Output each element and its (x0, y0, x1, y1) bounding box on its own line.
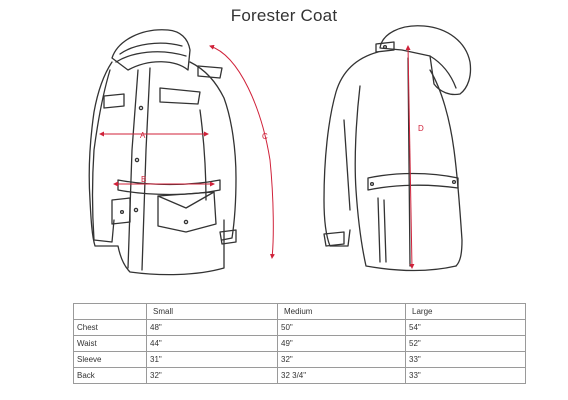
back-measurements (405, 45, 415, 269)
table-cell: 33" (405, 351, 526, 368)
table-cell: 31" (146, 351, 278, 368)
measure-a-label: A (140, 131, 146, 140)
table-cell: 32 3/4" (277, 367, 406, 384)
coat-back-view (323, 25, 472, 272)
coat-front-view (88, 29, 237, 276)
table-row: Waist 44" 49" 52" (73, 335, 526, 352)
size-chart-table: Small Medium Large Chest 48" 50" 54" Wai… (73, 303, 526, 384)
measure-c-line (209, 44, 275, 259)
table-cell: 44" (146, 335, 278, 352)
table-cell: 50" (277, 319, 406, 336)
table-header-cell: Large (405, 303, 526, 320)
measure-d-label: D (418, 124, 424, 133)
table-cell: 49" (277, 335, 406, 352)
table-cell: 33" (405, 367, 526, 384)
row-label: Back (73, 367, 147, 384)
measure-b-label: B (141, 175, 146, 184)
table-cell: 32" (146, 367, 278, 384)
row-label: Waist (73, 335, 147, 352)
measure-d-line (405, 45, 415, 269)
table-row: Chest 48" 50" 54" (73, 319, 526, 336)
table-cell: 52" (405, 335, 526, 352)
front-measurements (99, 44, 275, 259)
table-header-cell: Medium (277, 303, 406, 320)
table-cell: 32" (277, 351, 406, 368)
coat-illustrations: A B C D (88, 25, 472, 276)
measure-c-label: C (262, 132, 268, 141)
table-cell: 54" (405, 319, 526, 336)
table-row: Sleeve 31" 32" 33" (73, 351, 526, 368)
table-header-cell (73, 303, 147, 320)
page-title: Forester Coat (230, 6, 338, 25)
table-header-row: Small Medium Large (73, 303, 526, 320)
row-label: Chest (73, 319, 147, 336)
row-label: Sleeve (73, 351, 147, 368)
table-header-cell: Small (146, 303, 278, 320)
table-cell: 48" (146, 319, 278, 336)
table-row: Back 32" 32 3/4" 33" (73, 367, 526, 384)
